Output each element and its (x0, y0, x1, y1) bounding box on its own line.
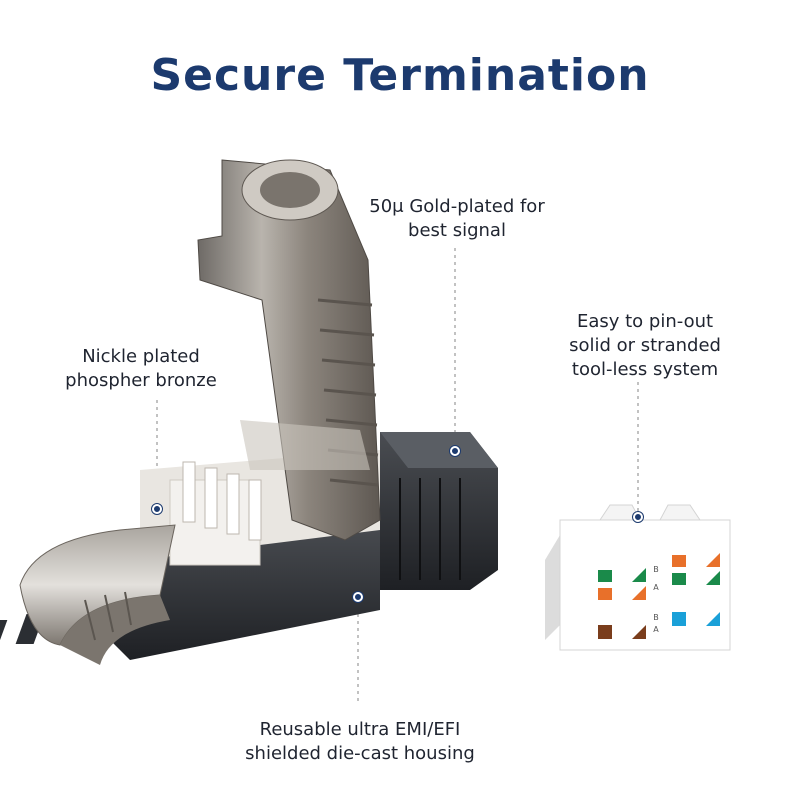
upright-shield (197, 159, 381, 541)
front-shield (19, 524, 176, 665)
callout-line: best signal (408, 220, 506, 241)
callout-line: 50μ Gold-plated for (369, 196, 545, 217)
blue-stripe-swatch (706, 612, 720, 626)
idc-contacts (169, 461, 262, 566)
orange-stripe-swatch (706, 553, 720, 567)
black-housing (380, 432, 498, 590)
callout-line: phospher bronze (65, 370, 217, 391)
callout-line: Easy to pin-out (576, 311, 714, 332)
keystone-letter: A (653, 625, 659, 634)
callout-line: solid or stranded (569, 335, 721, 356)
housing-marker-dot (353, 592, 363, 602)
green-solid-swatch-2 (672, 573, 686, 585)
orange-stripe-swatch-2 (632, 586, 646, 600)
blue-solid-swatch (672, 612, 686, 626)
keystone-letter: B (653, 565, 659, 574)
keystone-jack: B A B A (545, 504, 731, 651)
callout-line: Reusable ultra EMI/EFI (259, 719, 461, 740)
callout-line: Nickle plated (82, 346, 200, 367)
orange-solid-swatch (672, 555, 686, 567)
orange-solid-swatch-2 (598, 588, 612, 600)
pinout-marker-dot (633, 512, 643, 522)
nickel-plated-callout: Nickle plated phospher bronze (56, 345, 226, 393)
green-solid-swatch (598, 570, 612, 582)
brown-solid-swatch (598, 625, 612, 639)
pinout-callout: Easy to pin-out solid or stranded tool-l… (550, 310, 740, 382)
brown-stripe-swatch (632, 625, 646, 639)
callout-line: tool-less system (571, 359, 719, 380)
housing-callout: Reusable ultra EMI/EFI shielded die-cast… (240, 718, 480, 766)
green-stripe-swatch (632, 568, 646, 582)
gold-marker-dot (450, 446, 460, 456)
nickel-marker-dot (152, 504, 162, 514)
callout-line: shielded die-cast housing (245, 743, 475, 764)
gold-plated-callout: 50μ Gold-plated for best signal (362, 195, 552, 243)
page-title: Secure Termination (150, 50, 650, 101)
keystone-letter: A (653, 583, 659, 592)
green-stripe-swatch-2 (706, 571, 720, 585)
keystone-letter: B (653, 613, 659, 622)
